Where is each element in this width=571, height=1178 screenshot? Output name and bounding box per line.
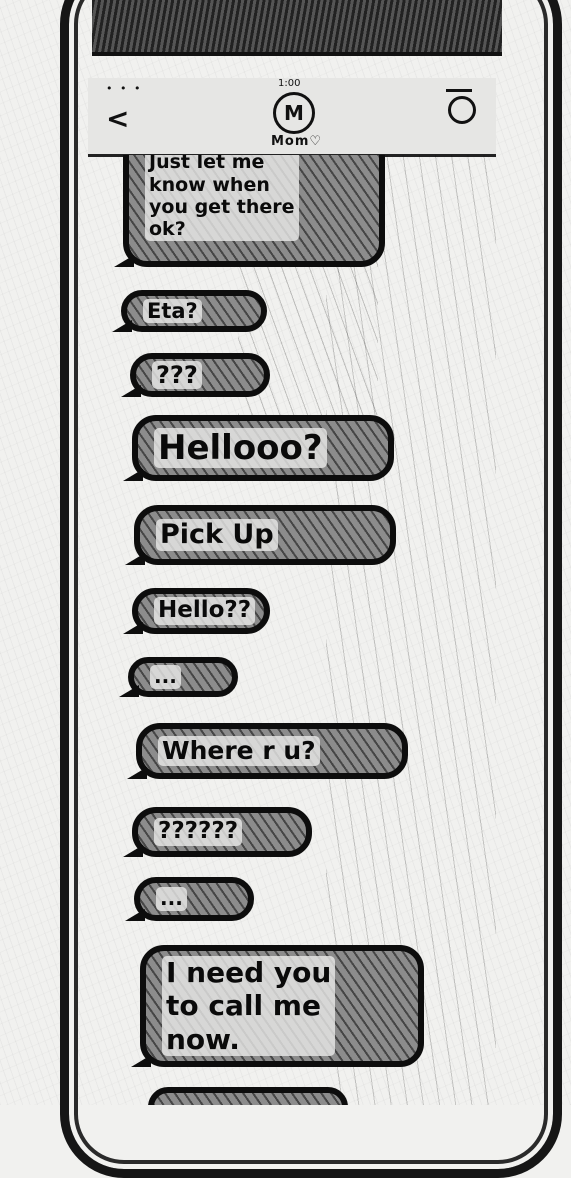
message-bubble[interactable]: Pick Up bbox=[125, 505, 396, 565]
message-bubble[interactable]: Hellooo? bbox=[123, 415, 394, 481]
camera-icon[interactable] bbox=[446, 89, 476, 124]
message-thread[interactable]: Just let me know when you get there ok? … bbox=[88, 155, 496, 1105]
message-text: I need you to call me now. bbox=[162, 956, 336, 1056]
message-bubble[interactable]: I need you to call me now. bbox=[131, 945, 424, 1067]
message-bubble[interactable]: Where r u? bbox=[127, 723, 408, 779]
message-text: ... bbox=[150, 665, 181, 689]
message-bubble[interactable]: Just let me know when you get there ok? bbox=[114, 155, 385, 267]
message-text: Pick Up bbox=[156, 519, 278, 551]
message-text: Eta? bbox=[143, 298, 202, 324]
message-bubble[interactable]: ... bbox=[119, 657, 238, 697]
message-text: Hellooo? bbox=[154, 427, 327, 469]
message-text: Hello?? bbox=[154, 597, 256, 625]
message-bubble[interactable]: Hello?? bbox=[123, 588, 270, 634]
message-bubble[interactable]: ... bbox=[125, 877, 254, 921]
message-bubble[interactable]: Eta? bbox=[112, 290, 267, 332]
status-dots: • • • bbox=[106, 82, 143, 95]
message-text: Just let me know when you get there ok? bbox=[145, 155, 299, 241]
status-time: 1:00 bbox=[278, 78, 301, 89]
message-text: ??? bbox=[152, 360, 202, 390]
avatar[interactable]: M bbox=[273, 92, 315, 134]
message-bubble[interactable]: ??? bbox=[121, 353, 270, 397]
message-bubble[interactable]: ?????? bbox=[123, 807, 312, 857]
message-text: ... bbox=[156, 887, 187, 911]
back-chevron-icon[interactable]: < bbox=[106, 102, 130, 135]
message-bubble-partial[interactable] bbox=[148, 1087, 348, 1105]
contact-name[interactable]: Mom♡ bbox=[271, 134, 323, 149]
message-text: ?????? bbox=[154, 818, 243, 846]
message-text: Where r u? bbox=[158, 736, 320, 766]
chat-header: • • • 1:00 < M Mom♡ bbox=[88, 78, 496, 157]
phone-top-bezel bbox=[92, 0, 502, 56]
